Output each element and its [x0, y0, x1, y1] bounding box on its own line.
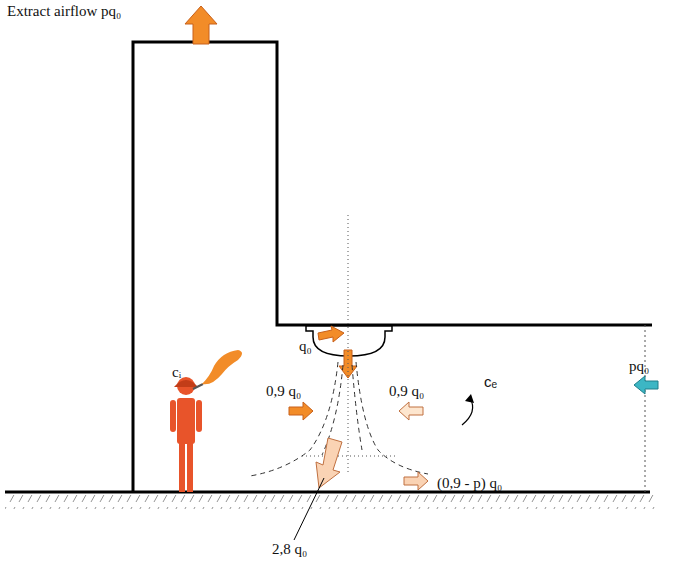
- inflow-arrow: [634, 376, 658, 394]
- ground-hatching: [5, 495, 655, 509]
- flow-label: cᵢ: [172, 364, 181, 381]
- axis-line: [348, 215, 349, 472]
- supply-arrow: [318, 326, 344, 342]
- entrainment-arrow: [399, 402, 423, 420]
- flow-label: q₀: [299, 338, 312, 355]
- boundary-line: [645, 325, 646, 492]
- building-outline: [133, 42, 652, 492]
- flow-label: pq₀: [629, 358, 649, 375]
- flow-label: cₑ: [484, 374, 497, 391]
- flow-label: 0,9 q₀: [266, 383, 301, 400]
- entrainment-arrow: [289, 402, 313, 420]
- outflow-arrow: [404, 472, 428, 490]
- ground-line: [5, 491, 650, 494]
- recirculation-arrow: [465, 394, 474, 403]
- person: [170, 377, 202, 492]
- plume-boundary: [352, 365, 362, 450]
- plume-boundary: [356, 362, 428, 474]
- flow-label: (0,9 - p) q₀: [437, 475, 502, 492]
- leader-line: [294, 478, 324, 540]
- flow-label: 0,9 q₀: [389, 383, 424, 400]
- flow-label: 2,8 q₀: [272, 541, 307, 558]
- extract-arrow: [185, 6, 217, 44]
- smoke-puff: [202, 350, 242, 384]
- cigarette: [193, 384, 203, 389]
- entrained-flow-arrow: [316, 438, 342, 488]
- flow-label: Extract airflow pq₀: [7, 3, 121, 20]
